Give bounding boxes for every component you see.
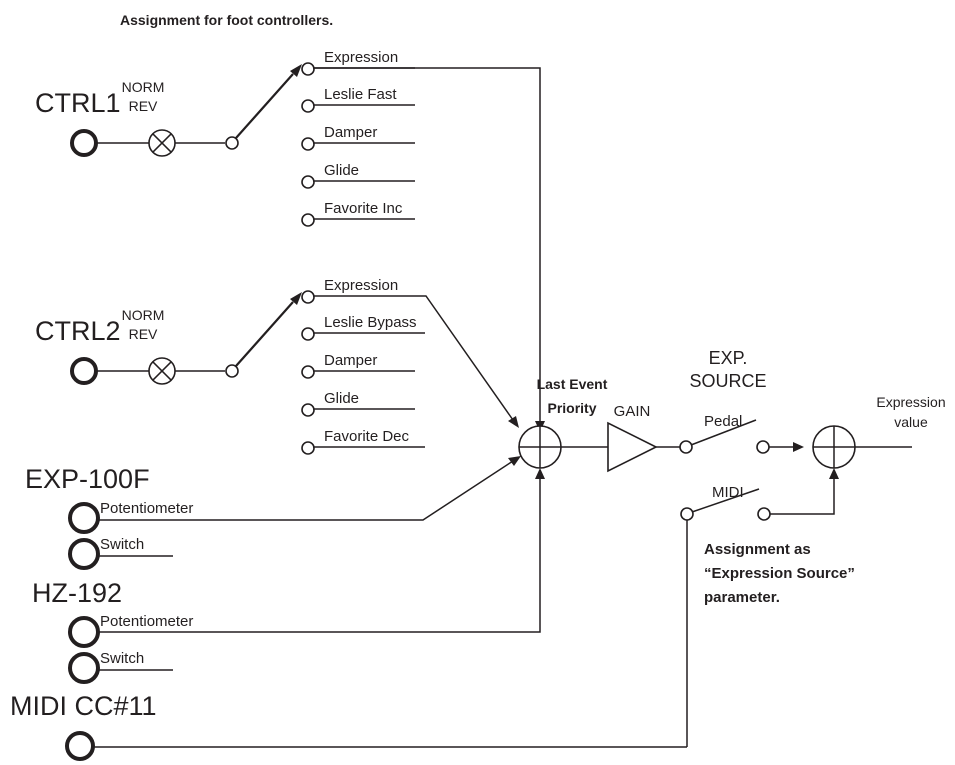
mixer-title-line2: Priority <box>547 400 596 416</box>
hz192-pot-jack <box>68 616 100 648</box>
output-summing-node <box>812 425 856 469</box>
ctrl1-option-node <box>301 175 315 189</box>
ctrl1-polarity-switch <box>148 129 176 157</box>
exp100f-group: EXP-100F Potentiometer Switch <box>25 464 193 570</box>
ctrl1-option-node <box>301 62 315 76</box>
output-label-line1: Expression <box>876 394 945 410</box>
hz192-switch-label: Switch <box>100 650 144 667</box>
ctrl2-option-node <box>301 441 315 455</box>
exp-source-note-line3: parameter. <box>704 589 780 606</box>
ctrl2-option-node <box>301 290 315 304</box>
ctrl1-option-favorite-inc: Favorite Inc <box>324 200 403 217</box>
midi-switch-contact <box>757 507 771 521</box>
mixer-wiring <box>98 67 545 633</box>
ctrl2-jack <box>70 357 98 385</box>
midi-switch-pivot <box>680 507 694 521</box>
ctrl2-group: CTRL2 NORM REV Expression Leslie Bypass … <box>35 277 425 455</box>
pedal-switch-pivot <box>679 440 693 454</box>
pedal-switch-label: Pedal <box>704 413 742 430</box>
ctrl2-option-node <box>301 365 315 379</box>
ctrl1-polarity-rev: REV <box>129 98 158 114</box>
exp-source-note-line2: “Expression Source” <box>704 565 855 582</box>
ctrl1-label: CTRL1 <box>35 88 121 118</box>
ctrl2-selector-pivot <box>225 364 239 378</box>
output-label-line2: value <box>894 414 928 430</box>
mixer-summing-node <box>518 425 562 469</box>
ctrl2-options: Expression Leslie Bypass Damper Glide Fa… <box>301 277 425 455</box>
ctrl2-polarity-switch <box>148 357 176 385</box>
gain-label: GAIN <box>614 403 651 420</box>
hz192-label: HZ-192 <box>32 578 122 608</box>
ctrl2-option-favorite-dec: Favorite Dec <box>324 428 410 445</box>
exp100f-switch-jack <box>68 538 100 570</box>
ctrl1-option-node <box>301 137 315 151</box>
ctrl2-option-glide: Glide <box>324 390 359 407</box>
exp100f-pot-jack <box>68 502 100 534</box>
ctrl2-polarity-rev: REV <box>129 326 158 342</box>
pedal-switch-contact <box>756 440 770 454</box>
exp100f-switch-label: Switch <box>100 536 144 553</box>
ctrl1-jack <box>70 129 98 157</box>
ctrl1-selector-arrowhead <box>290 64 302 77</box>
midi-jack <box>65 731 95 761</box>
exp-source-group: EXP. SOURCE Pedal MIDI Assignment as “Ex… <box>679 348 855 606</box>
ctrl2-option-expression: Expression <box>324 277 398 294</box>
ctrl1-group: CTRL1 NORM REV Expression Leslie Fast Da… <box>35 49 415 227</box>
ctrl2-option-node <box>301 327 315 341</box>
exp-source-note-line1: Assignment as <box>704 541 811 558</box>
ctrl1-option-damper: Damper <box>324 124 377 141</box>
exp100f-pot-label: Potentiometer <box>100 500 193 517</box>
midi-group: MIDI CC#11 <box>10 520 688 761</box>
exp-source-title-line2: SOURCE <box>689 371 766 391</box>
mixer-title-line1: Last Event <box>537 376 608 392</box>
ctrl2-selector-arrowhead <box>290 292 302 305</box>
ctrl2-polarity-norm: NORM <box>122 307 165 323</box>
ctrl1-option-glide: Glide <box>324 162 359 179</box>
ctrl1-option-expression: Expression <box>324 49 398 66</box>
ctrl2-option-node <box>301 403 315 417</box>
ctrl1-options: Expression Leslie Fast Damper Glide Favo… <box>301 49 415 227</box>
ctrl1-option-node <box>301 99 315 113</box>
hz192-switch-jack <box>68 652 100 684</box>
hz192-group: HZ-192 Potentiometer Switch <box>32 578 193 684</box>
hz192-pot-label: Potentiometer <box>100 613 193 630</box>
midi-label: MIDI CC#11 <box>10 691 157 721</box>
ctrl2-label: CTRL2 <box>35 316 121 346</box>
exp100f-label: EXP-100F <box>25 464 150 494</box>
exp-source-title-line1: EXP. <box>709 348 748 368</box>
ctrl1-polarity-norm: NORM <box>122 79 165 95</box>
ctrl1-selector-pivot <box>225 136 239 150</box>
ctrl1-option-node <box>301 213 315 227</box>
gain-triangle <box>607 421 658 473</box>
ctrl2-option-damper: Damper <box>324 352 377 369</box>
ctrl1-option-leslie-fast: Leslie Fast <box>324 86 397 103</box>
ctrl2-option-leslie-bypass: Leslie Bypass <box>324 314 417 331</box>
diagram-title: Assignment for foot controllers. <box>120 12 333 28</box>
midi-switch-label: MIDI <box>712 484 744 501</box>
